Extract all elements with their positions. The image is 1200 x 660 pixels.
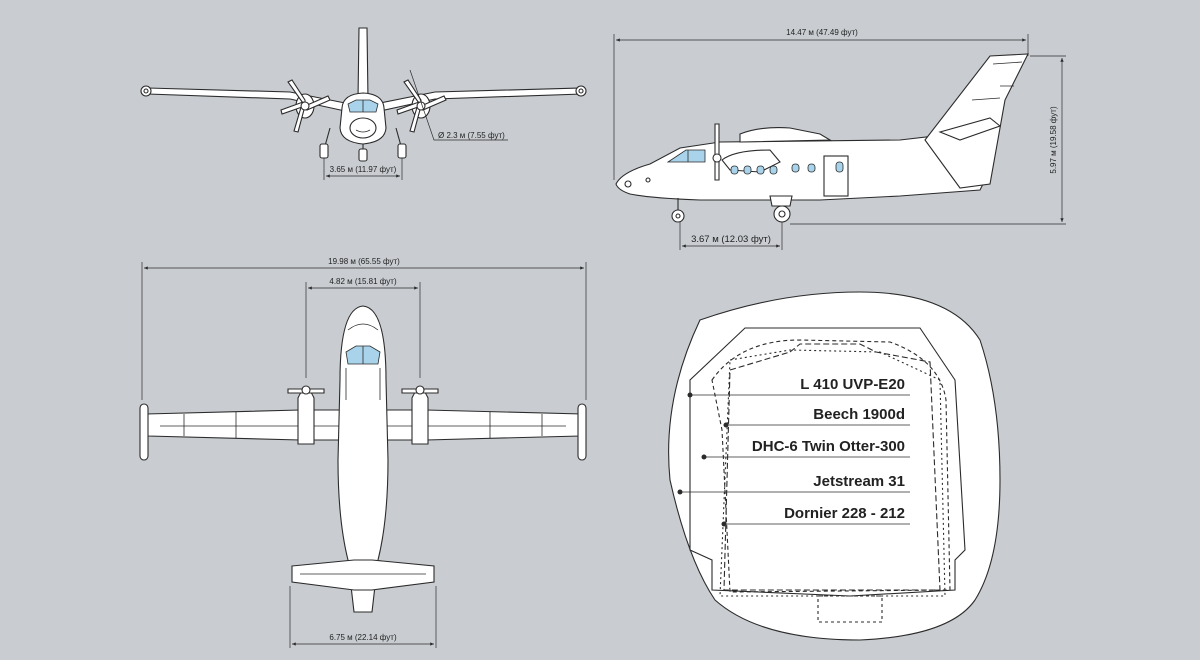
front-track-label: 3.65 м (11.97 фут) (330, 165, 397, 174)
side-wheelbase-label: 3.67 м (12.03 фут) (691, 234, 771, 245)
side-length-label: 14.47 м (47.49 фут) (786, 28, 858, 37)
legend-dhc6: DHC-6 Twin Otter-300 (752, 438, 905, 455)
front-view: Ø 2.3 м (7.55 фут) 3.65 м (11.97 фут) (140, 27, 587, 180)
top-view: 19.98 м (65.55 фут) 4.82 м (15.81 фут) (139, 257, 587, 648)
side-view: 14.47 м (47.49 фут) 5.97 м (19.58 фут) (613, 28, 1066, 250)
wing-panel-lines (183, 412, 543, 438)
top-wingspan-label: 19.98 м (65.55 фут) (328, 257, 400, 266)
legend-jetstream: Jetstream 31 (813, 473, 905, 490)
cross-section-legend: L 410 UVP-E20 Beech 1900d DHC-6 Twin Ott… (677, 376, 910, 527)
prop-diameter-label: Ø 2.3 м (7.55 фут) (438, 131, 505, 140)
legend-l410: L 410 UVP-E20 (800, 376, 905, 393)
side-height-label: 5.97 м (19.58 фут) (1049, 106, 1058, 174)
side-windows (730, 161, 844, 175)
legend-beech: Beech 1900d (813, 406, 905, 423)
legend-dornier: Dornier 228 - 212 (784, 505, 905, 522)
cross-section: L 410 UVP-E20 Beech 1900d DHC-6 Twin Ott… (668, 291, 1001, 641)
top-prop-span-label: 4.82 м (15.81 фут) (329, 277, 397, 286)
top-tail-span-label: 6.75 м (22.14 фут) (329, 633, 397, 642)
